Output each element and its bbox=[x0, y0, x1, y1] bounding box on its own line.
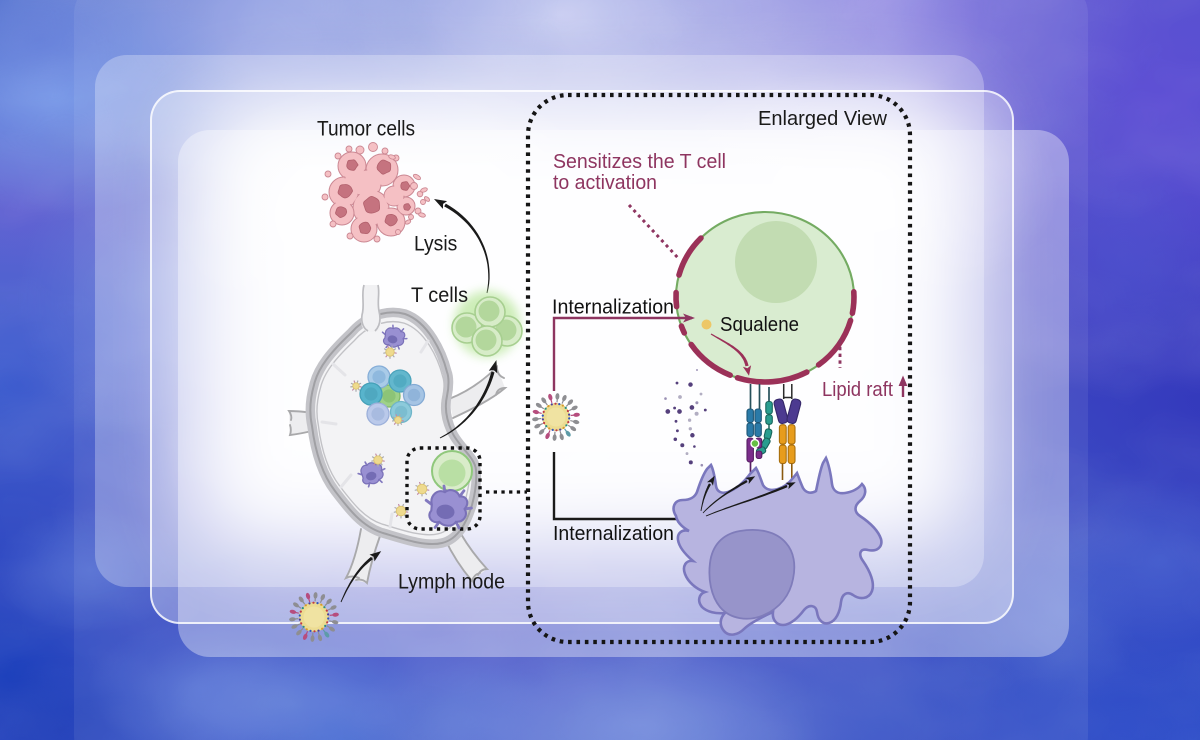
svg-text:Squalene: Squalene bbox=[720, 313, 799, 336]
svg-text:Lipid raft: Lipid raft bbox=[822, 378, 893, 401]
svg-text:to activation: to activation bbox=[553, 171, 657, 194]
svg-text:Internalization: Internalization bbox=[552, 296, 674, 319]
svg-text:T cells: T cells bbox=[411, 284, 468, 307]
svg-text:Tumor cells: Tumor cells bbox=[317, 118, 415, 141]
svg-text:Internalization: Internalization bbox=[553, 522, 674, 545]
svg-text:Lysis: Lysis bbox=[414, 233, 457, 256]
svg-text:Enlarged View: Enlarged View bbox=[758, 108, 888, 130]
svg-text:Lymph node: Lymph node bbox=[398, 571, 505, 594]
svg-text:Sensitizes the T cell: Sensitizes the T cell bbox=[553, 150, 726, 173]
